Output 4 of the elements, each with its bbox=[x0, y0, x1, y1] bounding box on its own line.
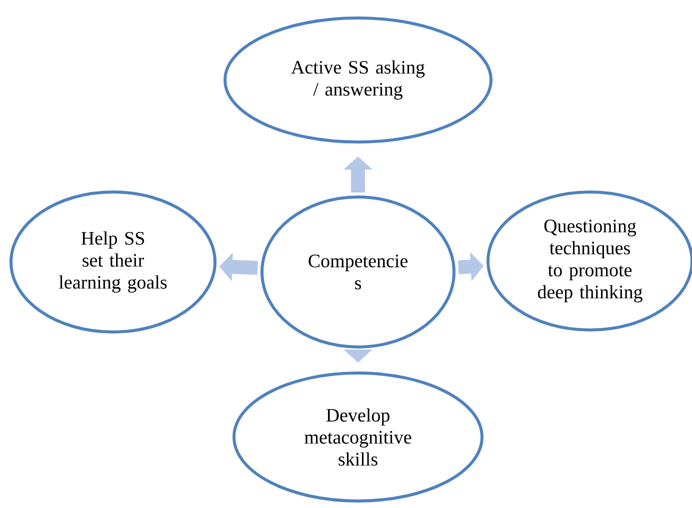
ellipse-node: Active SS asking / answering bbox=[224, 16, 492, 144]
ellipse-node: Develop metacognitive skills bbox=[232, 372, 484, 502]
ellipse-node: Competencie s bbox=[260, 196, 456, 348]
ellipse-node: Help SS set their learning goals bbox=[10, 190, 216, 334]
